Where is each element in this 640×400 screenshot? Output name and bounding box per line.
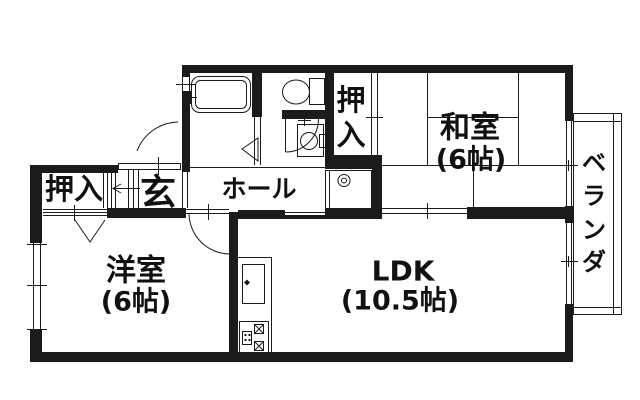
wall-ldk-opening-sill — [285, 215, 325, 219]
bathroom-folding-door — [241, 117, 261, 165]
label-washitsu: 和室 — [440, 111, 500, 146]
wall-ldk-north-b — [325, 208, 382, 219]
wall-hall-south — [107, 208, 186, 218]
wall-washitsu-south — [467, 207, 573, 219]
stove-icon — [239, 321, 269, 354]
wall-toilet-south — [282, 110, 333, 119]
label-yoshitsu-size: (6帖) — [101, 287, 171, 318]
wall-ldk-north-a — [238, 210, 285, 219]
label-washitsu-size: (6帖) — [436, 145, 506, 176]
label-ldk-size: (10.5帖) — [341, 286, 459, 317]
tatami-lines — [382, 73, 565, 207]
label-genkan: 玄 — [140, 173, 176, 214]
front-door-swing-arc — [136, 121, 179, 152]
wall-left-upper-b — [182, 91, 190, 172]
doors — [43, 73, 467, 255]
wall-top — [182, 65, 573, 73]
wall-left-a — [30, 173, 42, 243]
label-yoshitsu: 洋室 — [106, 254, 166, 289]
washing-machine-pan-icon — [325, 170, 372, 212]
walls — [30, 65, 573, 362]
bathtub-icon — [183, 76, 251, 113]
label-closet-north-char2: 入 — [336, 118, 365, 152]
label-veranda-char3: ン — [582, 216, 606, 244]
wall-closet-north-west — [325, 73, 334, 157]
wall-closet-north-bottom — [325, 155, 382, 169]
closet-door-marker — [74, 219, 106, 243]
label-ldk: LDK — [372, 255, 436, 288]
yoshitsu-door-swing-arc — [188, 212, 231, 255]
window-ldk-veranda — [561, 223, 578, 304]
sink-drain-dot — [244, 279, 250, 286]
kitchen-counter-icon — [236, 257, 272, 355]
washitsu-sliding-door — [382, 203, 467, 219]
window-yoshitsu-west — [27, 243, 47, 330]
genkan-hall-lines — [103, 167, 325, 208]
front-door — [118, 121, 181, 175]
label-veranda-char1: ベ — [582, 149, 606, 177]
toilet-icon — [282, 78, 325, 105]
wall-yoshitsu-ldk — [229, 212, 238, 352]
closet-north-sliding-doors — [366, 73, 383, 155]
kitchen-outline — [236, 257, 272, 355]
wall-bath-divider — [252, 70, 262, 117]
wall-stub-washitsu — [372, 155, 382, 213]
wall-bottom — [30, 352, 573, 362]
wall-right-a — [565, 65, 573, 121]
label-closet-west: 押入 — [45, 172, 103, 206]
wall-lower-top — [30, 165, 118, 173]
kitchen-sink-icon — [242, 264, 265, 304]
yoshitsu-door — [186, 204, 231, 255]
label-veranda-char4: ダ — [582, 248, 606, 276]
wall-right-c — [565, 304, 573, 362]
window-washitsu-veranda — [561, 121, 578, 206]
window-bath-west — [176, 77, 196, 91]
genkan-arrow-head — [111, 183, 122, 194]
washbasin-icon — [297, 116, 327, 157]
grill-icon — [242, 331, 252, 345]
label-closet-north-char1: 押 — [336, 83, 365, 117]
wall-left-upper-a — [182, 73, 190, 77]
closet-west-sliding-doors — [43, 205, 107, 243]
label-veranda-char2: ラ — [582, 182, 606, 210]
label-hall: ホール — [221, 175, 296, 204]
bath-door-triangle — [241, 137, 259, 162]
veranda-outline — [573, 113, 622, 315]
